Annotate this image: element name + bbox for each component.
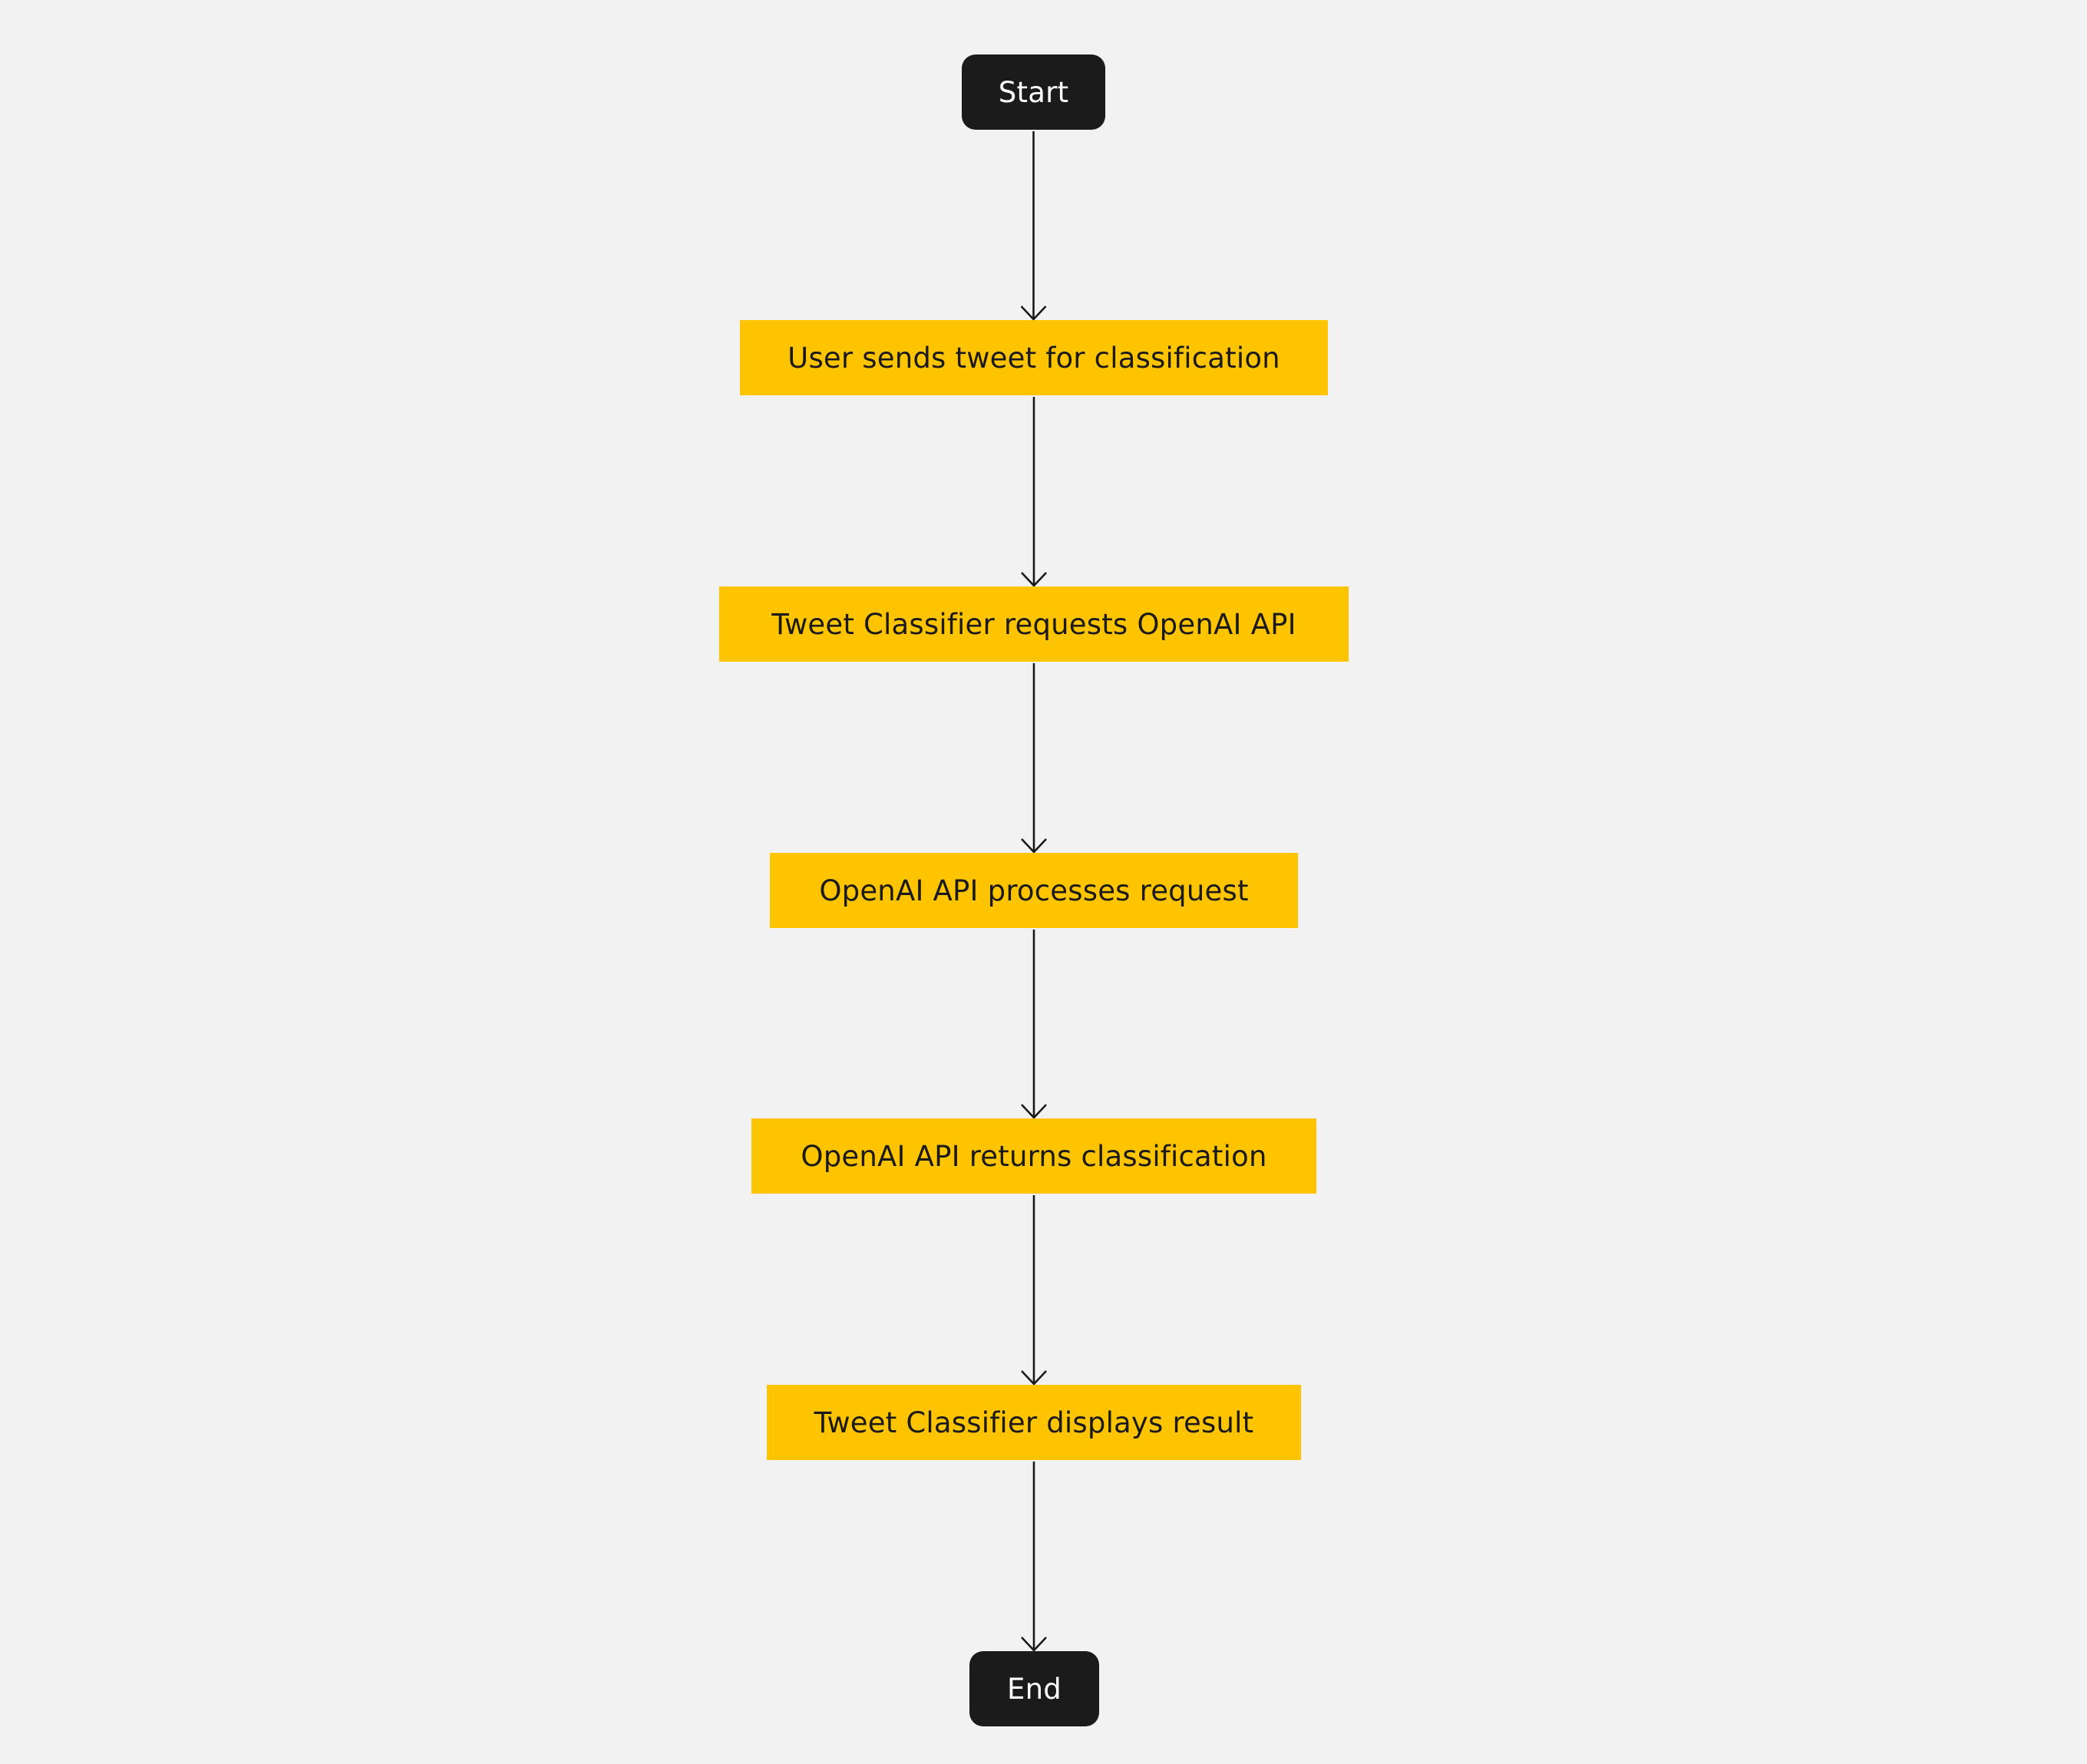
step-classifier-displays-result: Tweet Classifier displays result	[767, 1385, 1301, 1460]
connector-arrow-step4-to-step5	[1021, 1195, 1047, 1386]
start-node-label: Start	[998, 75, 1069, 109]
end-node-label: End	[1007, 1672, 1062, 1706]
connector-arrow-step3-to-step4	[1021, 930, 1047, 1119]
step-api-processes-request: OpenAI API processes request	[770, 853, 1298, 928]
connector-arrow-step1-to-step2	[1021, 397, 1047, 587]
step-api-processes-request-label: OpenAI API processes request	[819, 874, 1249, 907]
arrowhead-icon	[1020, 306, 1047, 321]
step-api-returns-classification: OpenAI API returns classification	[751, 1118, 1316, 1194]
end-node: End	[969, 1651, 1099, 1726]
connector-arrow-step2-to-step3	[1021, 663, 1047, 854]
step-user-sends-tweet: User sends tweet for classification	[740, 320, 1328, 395]
arrowhead-icon	[1021, 572, 1047, 587]
arrowhead-icon	[1021, 838, 1047, 854]
connector-arrow-start-to-step1	[1020, 131, 1047, 321]
step-classifier-requests-api: Tweet Classifier requests OpenAI API	[719, 586, 1349, 662]
start-node: Start	[962, 55, 1105, 130]
step-classifier-displays-result-label: Tweet Classifier displays result	[814, 1406, 1254, 1439]
arrowhead-icon	[1021, 1104, 1047, 1119]
arrowhead-icon	[1021, 1370, 1047, 1386]
step-api-returns-classification-label: OpenAI API returns classification	[801, 1139, 1267, 1173]
step-classifier-requests-api-label: Tweet Classifier requests OpenAI API	[771, 607, 1296, 641]
step-user-sends-tweet-label: User sends tweet for classification	[788, 341, 1280, 375]
connector-arrow-step5-to-end	[1021, 1462, 1047, 1652]
arrowhead-icon	[1021, 1637, 1047, 1652]
